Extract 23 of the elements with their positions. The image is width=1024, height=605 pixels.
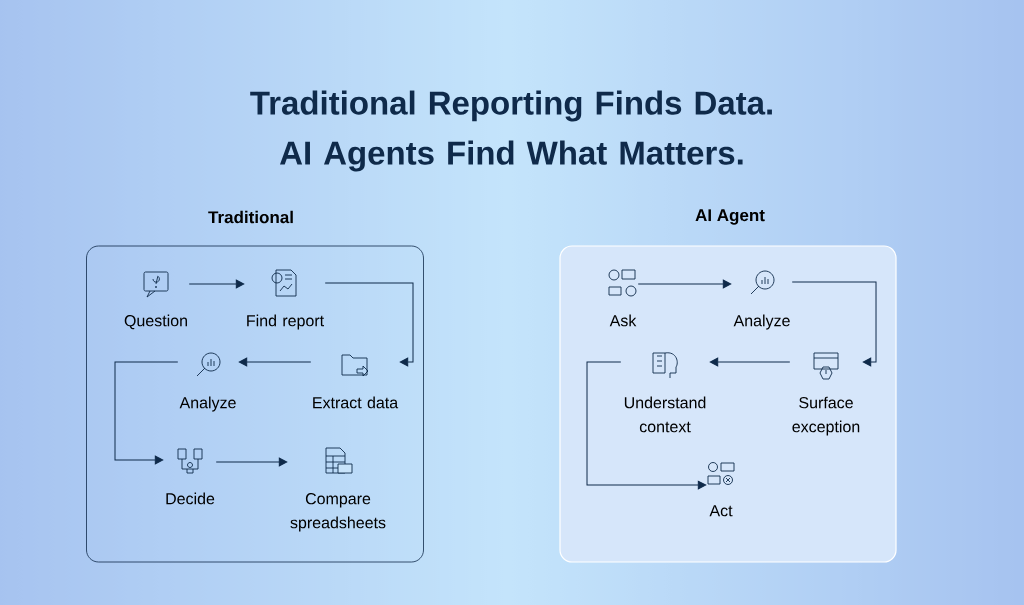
step-label: Question — [124, 314, 187, 330]
step-label: Extract data — [313, 396, 399, 409]
arrow — [709, 357, 791, 367]
panel-heading: Traditional — [208, 210, 293, 224]
step-label: Surface exception — [792, 396, 860, 436]
step-label: Act — [709, 505, 733, 517]
step-label: Find report — [247, 314, 324, 330]
step-label: Decide — [166, 492, 215, 505]
step-label: Ask — [609, 314, 637, 327]
arrow — [791, 281, 877, 367]
arrow — [215, 457, 288, 467]
step-label: Understand context — [624, 396, 706, 433]
panel-heading: AI Agent — [695, 209, 765, 225]
step-label: Analyze — [179, 396, 236, 412]
title: Traditional Reporting Finds Data. AI Agents Find What Matters. — [250, 90, 772, 172]
step-label: Analyze — [733, 314, 790, 330]
arrow — [114, 361, 179, 465]
arrow — [586, 361, 707, 490]
arrow — [637, 279, 732, 289]
arrow — [324, 282, 414, 367]
arrow — [188, 279, 245, 289]
arrow — [238, 357, 312, 367]
step-label: Compare spreadsheets — [290, 493, 386, 532]
